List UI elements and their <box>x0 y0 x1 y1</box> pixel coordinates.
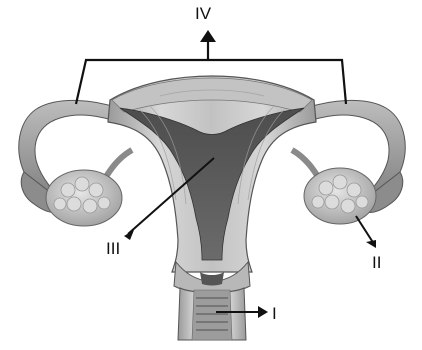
label-iii: III <box>106 239 120 258</box>
label-i: I <box>272 304 277 323</box>
left-ovary <box>46 170 122 226</box>
right-ovary <box>304 168 376 224</box>
pointer-ii <box>356 216 376 248</box>
vagina <box>178 288 246 340</box>
label-ii: II <box>372 253 381 272</box>
left-ovarian-ligament <box>104 150 132 180</box>
label-iv: IV <box>195 4 212 23</box>
